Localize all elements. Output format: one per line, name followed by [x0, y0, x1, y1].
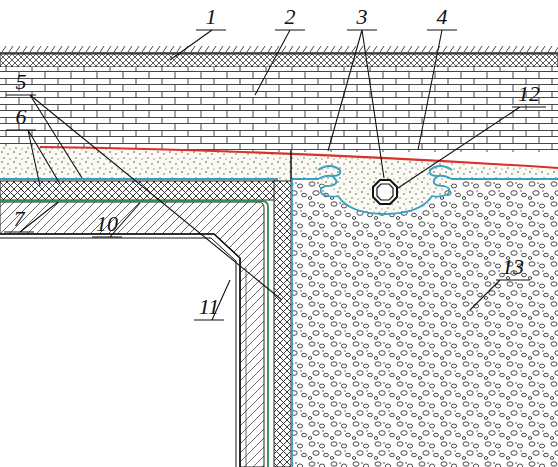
callout-number: 7 [14, 208, 25, 230]
callout-number: 6 [16, 106, 27, 128]
callout-number: 2 [285, 6, 296, 28]
callout-number: 1 [206, 6, 217, 28]
callout-number: 5 [16, 71, 27, 93]
callout-number: 13 [502, 256, 524, 278]
callout-number: 11 [199, 296, 219, 318]
callout-number: 12 [518, 83, 540, 105]
callout-number: 10 [96, 213, 118, 235]
callout-number: 3 [357, 6, 368, 28]
callout-number: 4 [437, 6, 448, 28]
